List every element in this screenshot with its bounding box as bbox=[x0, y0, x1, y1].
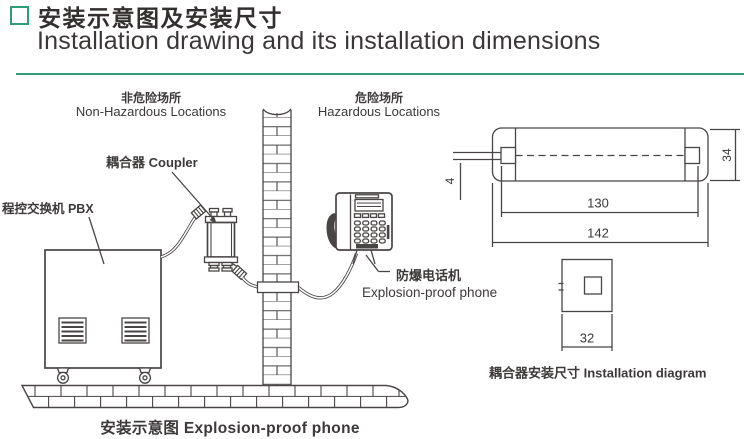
coupler-front-view-drawing: 32 bbox=[558, 258, 613, 351]
zone-labels: 非危险场所 Non-Hazardous Locations 危险场所 Hazar… bbox=[76, 90, 441, 119]
dim-wire-gap-value: 4 bbox=[443, 177, 457, 184]
page-header: 安装示意图及安装尺寸 Installation drawing and its … bbox=[0, 0, 744, 80]
header-divider bbox=[16, 73, 744, 75]
phone-display bbox=[354, 198, 384, 212]
zone-left-label-zh: 非危险场所 bbox=[121, 90, 181, 105]
cable-wall-to-phone bbox=[297, 252, 359, 300]
phone-function-keys bbox=[353, 213, 386, 219]
coupler-body bbox=[206, 221, 236, 258]
phone-top-slot bbox=[354, 194, 380, 199]
ground bbox=[20, 384, 409, 409]
coupler-bottom-terminals bbox=[208, 261, 233, 272]
coupler-label: 耦合器 Coupler bbox=[106, 155, 198, 170]
phone-leader-line bbox=[365, 254, 390, 273]
pbx-body bbox=[44, 249, 162, 369]
dim-130: 130 bbox=[500, 166, 699, 217]
ground-bricks bbox=[20, 384, 409, 409]
dimension-caption: 耦合器安装尺寸 Installation diagram bbox=[489, 366, 706, 381]
phone-label-zh: 防爆电话机 bbox=[396, 268, 461, 283]
wall-top-edge bbox=[262, 108, 292, 116]
scene-caption: 安装示意图 Explosion-proof phone bbox=[100, 418, 360, 437]
dim-wire-gap: 4 bbox=[443, 163, 462, 200]
cable-pbx-to-coupler bbox=[160, 204, 207, 259]
coupler-device bbox=[203, 207, 239, 272]
zone-right-label-zh: 危险场所 bbox=[354, 90, 403, 105]
phone-bottom-bar bbox=[356, 244, 378, 249]
dim-130-value: 130 bbox=[587, 196, 609, 211]
coupler-front-window bbox=[583, 276, 603, 295]
phone-mount-legs bbox=[352, 249, 376, 265]
phone-device bbox=[326, 192, 393, 265]
dim-142: 142 bbox=[491, 183, 709, 247]
coupler-side-view-drawing: 4 130 142 34 bbox=[443, 127, 740, 247]
coupler-side-left-tab bbox=[500, 146, 517, 165]
dim-32: 32 bbox=[561, 314, 613, 351]
page-title-en: Installation drawing and its installatio… bbox=[37, 27, 601, 55]
phone-side-hook bbox=[386, 225, 390, 239]
lead-wires bbox=[453, 151, 501, 161]
pbx-label: 程控交换机 PBX bbox=[2, 201, 94, 216]
wall-brick-fill bbox=[263, 113, 291, 385]
phone-keypad bbox=[353, 220, 386, 244]
coupler-front-body bbox=[561, 258, 613, 313]
pbx-cabinet bbox=[44, 249, 162, 384]
section-square-icon bbox=[10, 6, 29, 25]
page-title-zh: 安装示意图及安装尺寸 bbox=[38, 5, 283, 31]
dim-142-value: 142 bbox=[587, 226, 609, 241]
pbx-leader-line bbox=[88, 216, 105, 265]
coupler-leader-line bbox=[171, 171, 217, 224]
pbx-caster-left bbox=[56, 367, 70, 384]
cable-gland-bottom bbox=[231, 264, 248, 281]
coupler-side-right-tab bbox=[684, 146, 701, 165]
dim-34: 34 bbox=[710, 128, 740, 182]
phone-label-en: Explosion-proof phone bbox=[362, 285, 497, 300]
coupler-bottom-flange bbox=[203, 256, 239, 264]
cable-coupler-to-wall bbox=[231, 262, 259, 289]
brick-wall-column bbox=[262, 108, 292, 385]
pbx-vent-left bbox=[58, 317, 87, 344]
dim-32-value: 32 bbox=[580, 331, 594, 346]
zone-left-label-en: Non-Hazardous Locations bbox=[76, 104, 227, 119]
coupler-side-body bbox=[491, 127, 709, 182]
dim-34-value: 34 bbox=[720, 148, 734, 162]
pbx-vent-right bbox=[121, 317, 150, 344]
wall-feedthrough-block bbox=[256, 281, 300, 294]
zone-right-label-en: Hazardous Locations bbox=[318, 104, 441, 119]
pbx-caster-right bbox=[138, 367, 152, 384]
coupler-top-terminals bbox=[208, 207, 233, 218]
